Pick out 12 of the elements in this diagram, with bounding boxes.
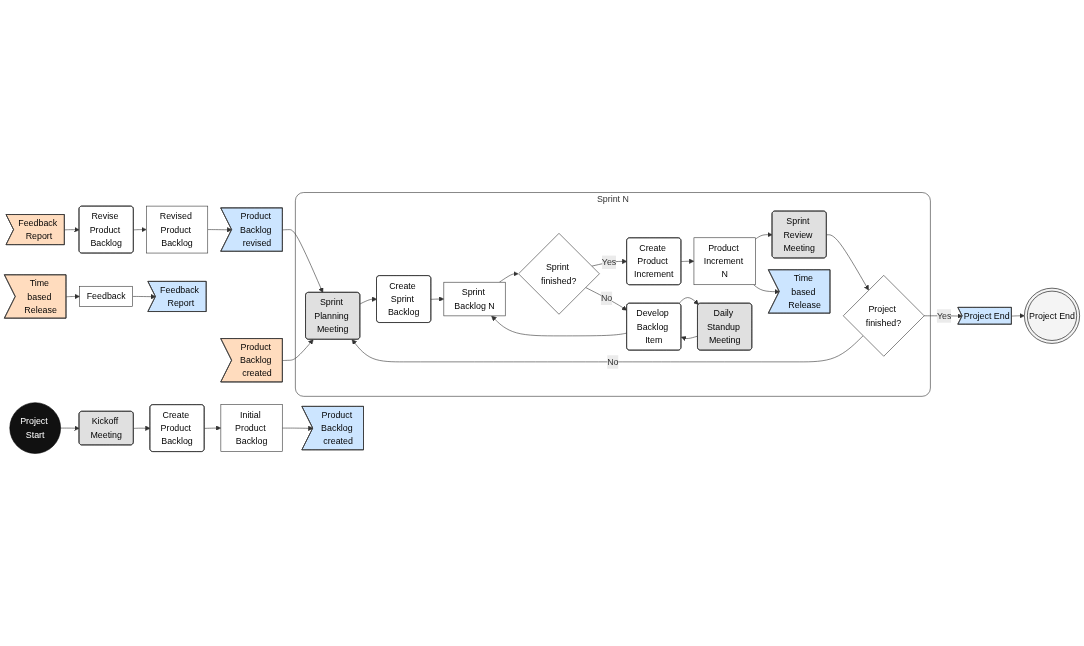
- node-diamond: Sprint finished?: [518, 233, 600, 315]
- node-diamond: Project finished?: [843, 275, 925, 357]
- node-box: Feedback: [79, 285, 133, 307]
- edge-label: No: [607, 356, 619, 367]
- edge-label: Yes: [601, 256, 617, 267]
- node-circle: Project Start: [9, 402, 61, 454]
- node-box: Sprint Backlog N: [443, 281, 506, 317]
- node-box: Initial Product Backlog: [220, 404, 283, 452]
- edge-label: No: [600, 292, 613, 303]
- node-box: Product Increment N: [693, 237, 756, 285]
- edge-label: Yes: [936, 310, 952, 321]
- node-box: Revised Product Backlog: [146, 205, 209, 254]
